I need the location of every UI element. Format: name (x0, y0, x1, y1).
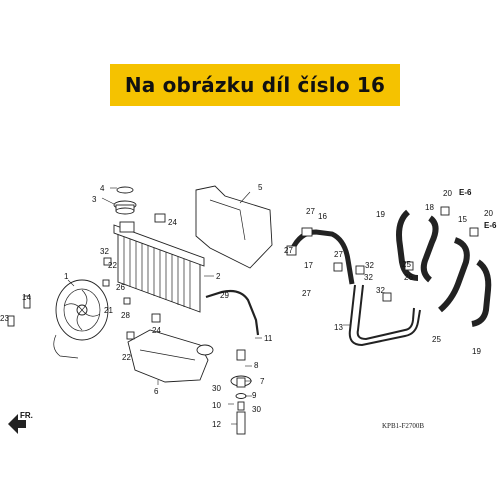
drain-parts-drawing (228, 349, 252, 435)
callout-13: 13 (334, 323, 343, 332)
callout-27-a: 27 (306, 207, 315, 216)
callout-2: 2 (216, 272, 221, 281)
callout-30-b: 30 (252, 405, 261, 414)
callout-6: 6 (154, 387, 159, 396)
callout-12: 12 (212, 420, 221, 429)
callout-e6-b: E-6 (484, 221, 497, 230)
callout-3: 3 (92, 195, 97, 204)
callout-7: 7 (260, 377, 265, 386)
callout-e6-a: E-6 (459, 188, 472, 197)
callout-32-d: 32 (376, 286, 385, 295)
callout-24-a: 24 (168, 218, 177, 227)
callout-5: 5 (258, 183, 263, 192)
callout-15: 15 (458, 215, 467, 224)
callout-8: 8 (254, 361, 259, 370)
callout-25-a: 25 (402, 260, 411, 269)
callout-32-c: 32 (364, 273, 373, 282)
callout-29: 29 (220, 291, 229, 300)
callout-26-b: 26 (404, 273, 413, 282)
callout-17: 17 (304, 261, 313, 270)
callout-4: 4 (100, 184, 105, 193)
radiator-drawing (113, 221, 214, 313)
direction-label: FR. (20, 411, 33, 420)
corrugated-hoses-drawing (396, 209, 492, 327)
callout-27-d: 27 (302, 289, 311, 298)
callout-19-a: 19 (376, 210, 385, 219)
callout-25-b: 25 (432, 335, 441, 344)
callout-27-c: 27 (334, 250, 343, 259)
shroud-drawing (195, 185, 273, 269)
callout-11: 11 (264, 334, 273, 343)
callout-24-b: 24 (152, 326, 161, 335)
callout-32-a: 32 (100, 247, 109, 256)
callout-20-b: 20 (484, 209, 493, 218)
callout-1: 1 (64, 272, 69, 281)
cooling-fan-drawing (53, 279, 109, 359)
reserve-tank-drawing (127, 329, 214, 385)
callout-22-b: 22 (122, 353, 131, 362)
callout-26: 26 (116, 283, 125, 292)
siphon-hose-drawing (205, 289, 262, 339)
callout-30-a: 30 (212, 384, 221, 393)
callout-labels: 4 3 5 24 32 22 26 2 1 14 23 21 28 24 29 … (0, 183, 497, 429)
water-pipe-drawing (343, 284, 421, 347)
callout-32-b: 32 (365, 261, 374, 270)
callout-27-b: 27 (284, 246, 293, 255)
callout-23: 23 (0, 314, 9, 323)
front-direction-marker: FR. (8, 411, 33, 434)
callout-21: 21 (104, 306, 113, 315)
callout-14: 14 (22, 293, 31, 302)
banner-text: Na obrázku díl číslo 16 (124, 73, 386, 97)
callout-22-a: 22 (108, 261, 117, 270)
radiator-cap-drawing (101, 186, 137, 215)
callout-18: 18 (425, 203, 434, 212)
hardware-drawing (7, 213, 166, 340)
callout-16: 16 (318, 212, 327, 221)
title-banner: Na obrázku díl číslo 16 (110, 64, 400, 106)
radiator-hose-16-drawing (382, 206, 479, 313)
callout-10: 10 (212, 401, 221, 410)
upper-hose-drawing (286, 227, 365, 285)
callout-20-a: 20 (443, 189, 452, 198)
callout-9: 9 (252, 391, 257, 400)
diagram-code: KPB1-F2700B (382, 422, 424, 430)
callout-28: 28 (121, 311, 130, 320)
callout-19-b: 19 (472, 347, 481, 356)
